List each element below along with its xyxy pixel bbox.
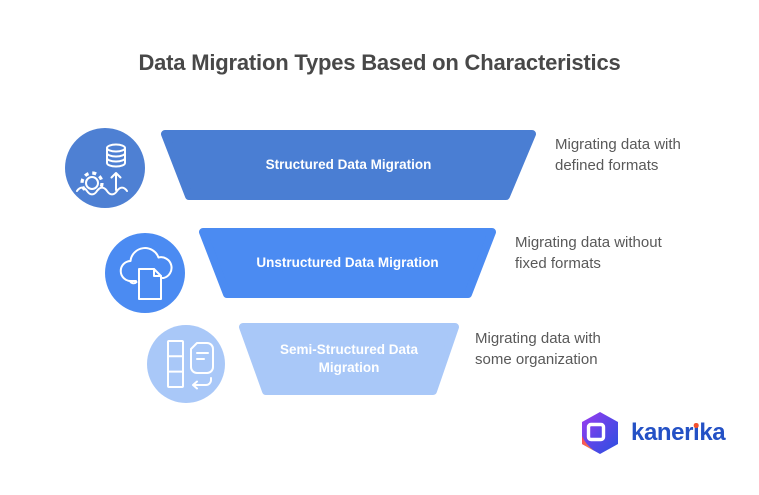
description-text: Migrating data without fixed formats xyxy=(515,234,662,272)
database-upload-gear-icon xyxy=(65,128,145,208)
description-text: Migrating data with some organization xyxy=(475,330,601,368)
banner-semi-structured: Semi-Structured Data Migration xyxy=(238,323,460,395)
banner-structured: Structured Data Migration xyxy=(160,130,537,200)
banner-label: Structured Data Migration xyxy=(265,157,432,173)
banner-unstructured: Unstructured Data Migration xyxy=(198,228,497,298)
description-text: Migrating data with defined formats xyxy=(555,136,681,174)
banner-label: Semi-Structured Data Migration xyxy=(279,342,419,375)
funnel-segment-bottom xyxy=(239,323,459,395)
cloud-document-icon xyxy=(105,233,185,313)
page-title: Data Migration Types Based on Characteri… xyxy=(138,50,621,75)
funnel-segment-top xyxy=(161,130,536,200)
funnel-segment-middle xyxy=(199,228,496,298)
kanerika-cube-icon xyxy=(582,412,618,454)
table-document-return-icon xyxy=(147,325,225,403)
banner-label: Unstructured Data Migration xyxy=(256,255,439,271)
logo-i-dot xyxy=(693,423,699,428)
